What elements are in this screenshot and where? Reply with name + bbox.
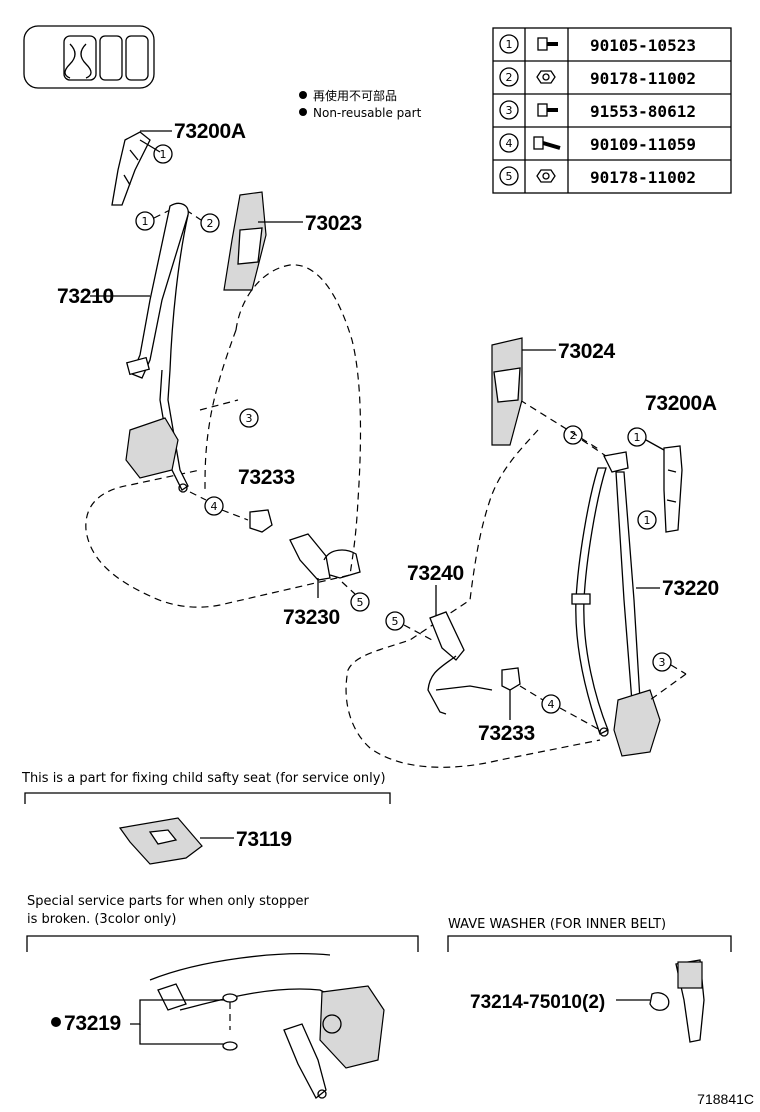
svg-text:4: 4 bbox=[506, 137, 513, 150]
callout-4: 4 bbox=[211, 500, 218, 513]
callout-4: 4 bbox=[548, 698, 555, 711]
part-label-73230: 73230 bbox=[283, 606, 340, 629]
table-row: 5 90178-11002 bbox=[499, 166, 696, 187]
seat-outline bbox=[345, 429, 601, 768]
nut-icon bbox=[536, 70, 556, 84]
fastener-part-number: 90178-11002 bbox=[590, 168, 696, 187]
callout-1: 1 bbox=[644, 514, 651, 527]
table-row: 4 90109-11059 bbox=[499, 133, 696, 154]
callout-5: 5 bbox=[357, 596, 364, 609]
fastener-part-number: 90109-11059 bbox=[590, 135, 696, 154]
long-bolt-icon bbox=[533, 136, 561, 150]
part-label-73220: 73220 bbox=[662, 577, 719, 600]
table-row: 2 90178-11002 bbox=[499, 67, 696, 88]
fastener-part-number: 91553-80612 bbox=[590, 102, 696, 121]
diagram-id: 718841C bbox=[697, 1091, 754, 1107]
part-label-73023: 73023 bbox=[305, 212, 362, 235]
part-label-73024: 73024 bbox=[558, 340, 616, 363]
pillar-garnish-73023 bbox=[223, 191, 267, 291]
part-label-73214: 73214-75010(2) bbox=[470, 992, 605, 1013]
stopper-section: Special service parts for when only stop… bbox=[26, 894, 419, 1099]
callout-3: 3 bbox=[246, 412, 253, 425]
front-seat-belt-73210 bbox=[125, 202, 189, 493]
part-label-73200a-right: 73200A bbox=[645, 392, 717, 415]
part-label-73233-left: 73233 bbox=[238, 466, 295, 489]
table-row: 3 91553-80612 bbox=[499, 100, 696, 121]
inner-belt-buckle bbox=[675, 959, 705, 1043]
callout-2: 2 bbox=[570, 429, 577, 442]
buckle-73230 bbox=[289, 533, 361, 581]
buckle-73240 bbox=[427, 611, 493, 715]
wave-washer-section: WAVE WASHER (FOR INNER BELT) 73214-75010… bbox=[447, 917, 732, 1043]
stopper-note-line2: is broken. (3color only) bbox=[27, 912, 176, 927]
fastener-part-number: 90105-10523 bbox=[590, 36, 696, 55]
legend-jp: 再使用不可部品 bbox=[313, 88, 397, 103]
part-label-73200a-left: 73200A bbox=[174, 120, 246, 143]
shoulder-anchor-adjuster bbox=[663, 445, 683, 533]
part-label-73219: 73219 bbox=[64, 1012, 121, 1035]
vehicle-seat-layout-icon bbox=[23, 25, 155, 89]
part-label-73210: 73210 bbox=[57, 285, 114, 308]
fastener-table: 1 90105-10523 2 90178-11002 3 91553-8061… bbox=[492, 27, 732, 194]
callout-3: 3 bbox=[659, 656, 666, 669]
seat-outline bbox=[85, 264, 362, 608]
callout-5: 5 bbox=[392, 615, 399, 628]
pillar-garnish-73024 bbox=[491, 337, 523, 446]
callout-1: 1 bbox=[160, 148, 167, 161]
svg-text:1: 1 bbox=[506, 38, 513, 51]
nut-icon bbox=[536, 169, 556, 183]
child-seat-anchor-plate-73119 bbox=[118, 817, 203, 865]
callout-1: 1 bbox=[142, 215, 149, 228]
bolt-icon bbox=[537, 103, 558, 117]
child-seat-section: This is a part for fixing child safty se… bbox=[21, 771, 391, 865]
child-seat-note: This is a part for fixing child safty se… bbox=[21, 771, 386, 786]
callout-1: 1 bbox=[634, 431, 641, 444]
callout-2: 2 bbox=[207, 217, 214, 230]
wave-washer-note: WAVE WASHER (FOR INNER BELT) bbox=[448, 917, 666, 932]
part-label-73240: 73240 bbox=[407, 562, 464, 585]
part-label-73233-right: 73233 bbox=[478, 722, 535, 745]
left-seat-assembly: 73200A 1 1 2 73210 73023 3 bbox=[57, 120, 370, 629]
bolt-icon bbox=[537, 37, 558, 51]
table-row: 1 90105-10523 bbox=[499, 34, 696, 55]
svg-text:5: 5 bbox=[506, 170, 513, 183]
legend: 再使用不可部品 Non-reusable part bbox=[299, 88, 422, 120]
stopper-note-line1: Special service parts for when only stop… bbox=[27, 894, 309, 909]
part-label-73119: 73119 bbox=[236, 828, 292, 851]
front-seat-belt-73220 bbox=[571, 451, 661, 757]
shoulder-anchor-adjuster bbox=[111, 131, 151, 206]
legend-en: Non-reusable part bbox=[313, 106, 422, 120]
svg-text:2: 2 bbox=[506, 71, 513, 84]
fastener-part-number: 90178-11002 bbox=[590, 69, 696, 88]
svg-text:3: 3 bbox=[506, 104, 513, 117]
right-seat-assembly: 73024 73200A 1 1 2 73220 3 bbox=[345, 337, 719, 768]
